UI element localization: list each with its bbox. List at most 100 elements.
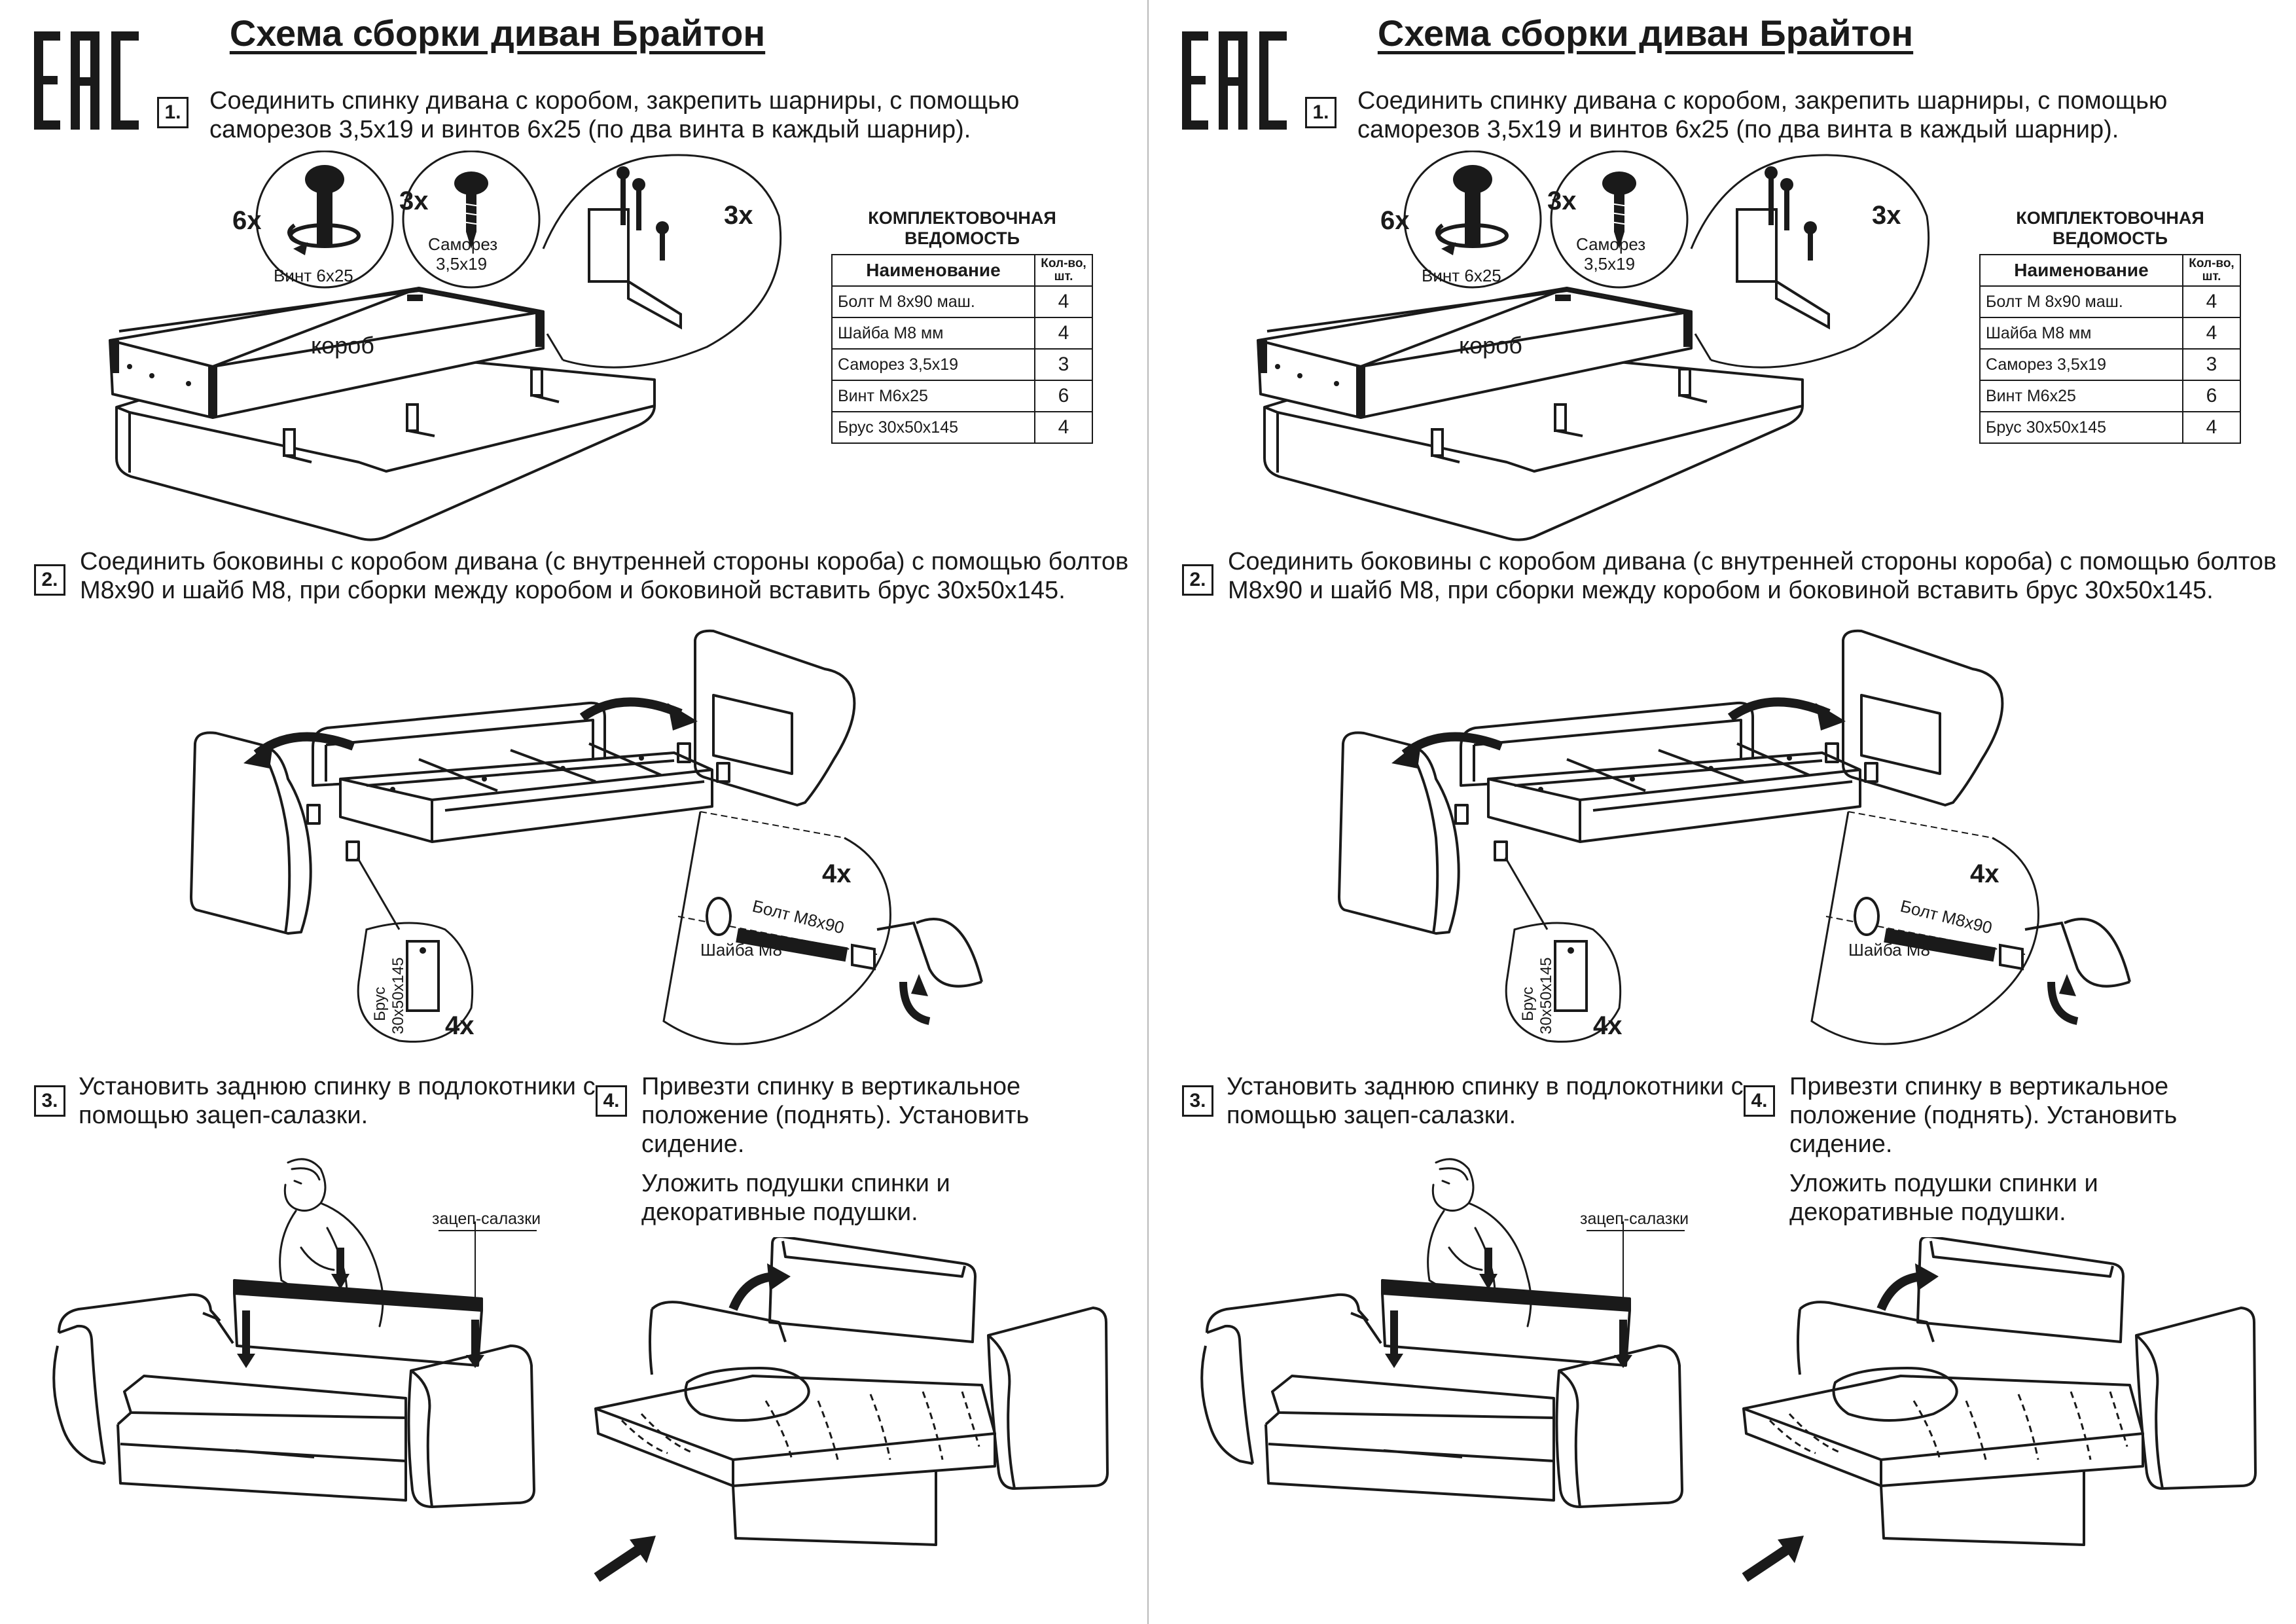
eac-logo-graphic (34, 31, 139, 130)
spec-title-line-1: КОМПЛЕКТОВОЧНАЯ (2016, 208, 2204, 228)
spec-item-name: Болт М 8х90 маш. (1979, 285, 2183, 318)
step-number-1: 1. (157, 97, 188, 128)
step1-self-label-2: 3,5х19 (1584, 254, 1635, 274)
step1-self-label-2: 3,5х19 (436, 254, 487, 274)
step-number-4: 4. (1744, 1085, 1775, 1117)
eac-logo-graphic (1182, 31, 1287, 130)
step1-self-qty: 3х (1547, 187, 1577, 215)
step-text-3: Установить заднюю спинку в подлокотники … (1227, 1073, 1744, 1129)
spec-title: КОМПЛЕКТОВОЧНАЯ ВЕДОМОСТЬ (1979, 208, 2241, 249)
step-text-4b: Уложить подушки спинки и декоративные по… (641, 1170, 950, 1226)
spec-col-name: Наименование (1979, 254, 2183, 287)
step2-bar-label-1: Брус (371, 986, 389, 1021)
step2-bar-label-1: Брус (1519, 986, 1537, 1021)
step-number-2: 2. (34, 564, 65, 596)
step2-bar-label-2: 30х50х145 (389, 958, 407, 1034)
table-row: Болт М 8х90 маш.4 (1979, 285, 2241, 318)
step2-illustration: 4х Болт М8х90 Шайба М8 Брус 30х50х145 4х (190, 629, 983, 1045)
step1-self-qty: 3х (399, 187, 429, 215)
step1-screw-qty: 6х (232, 206, 262, 235)
spec-title-line-2: ВЕДОМОСТЬ (905, 228, 1020, 248)
step2-bar-qty: 4х (1593, 1011, 1623, 1040)
step3-illustration: зацеп-салазки (1200, 1158, 1689, 1508)
step2-washer-label: Шайба М8 (1848, 940, 1930, 960)
spec-item-qty: 6 (2182, 380, 2241, 412)
spec-item-name: Винт М6х25 (1979, 380, 2183, 412)
step2-bolt-qty: 4х (1970, 859, 2000, 888)
step1-self-label-1: Саморез (1576, 234, 1645, 254)
step2-washer-label: Шайба М8 (700, 940, 782, 960)
spec-item-name: Саморез 3,5х19 (1979, 348, 2183, 381)
spec-title-line-1: КОМПЛЕКТОВОЧНАЯ (868, 208, 1056, 228)
instruction-sheet-left: Схема сборки диван Брайтон 1. Соединить … (34, 12, 1129, 1582)
step2-bolt-qty: 4х (822, 859, 852, 888)
spec-title: КОМПЛЕКТОВОЧНАЯ ВЕДОМОСТЬ (831, 208, 1093, 249)
step-text-2: Соединить боковины с коробом дивана (с в… (80, 548, 1129, 604)
spec-item-qty: 4 (2182, 317, 2241, 350)
spec-col-qty-line-1: Кол-во, (2189, 257, 2234, 270)
step1-box-label: короб (1459, 332, 1522, 359)
step3-illustration: зацеп-салазки (52, 1158, 541, 1508)
step2-bar-label-2: 30х50х145 (1537, 958, 1555, 1034)
step3-slider-label: зацеп-салазки (1580, 1210, 1689, 1228)
step-text-1: Соединить спинку дивана с коробом, закре… (209, 87, 1020, 143)
step-number-2: 2. (1182, 564, 1213, 596)
spec-item-qty: 3 (2182, 348, 2241, 381)
spec-item-name: Болт М 8х90 маш. (831, 285, 1035, 318)
table-row: Болт М 8х90 маш.4 (831, 285, 1093, 318)
spec-item-name: Шайба М8 мм (831, 317, 1035, 350)
spec-item-qty: 4 (1034, 285, 1093, 318)
page-title: Схема сборки диван Брайтон (1377, 12, 1914, 54)
step-text-4b: Уложить подушки спинки и декоративные по… (1789, 1170, 2098, 1226)
eac-logo (34, 31, 139, 130)
page-title: Схема сборки диван Брайтон (229, 12, 766, 54)
step1-illustration: короб 6х Винт 6х25 3х Саморез 3,5х19 (109, 151, 782, 541)
step-text-4: Привезти спинку в вертикальное положение… (641, 1073, 1030, 1158)
step1-screw-qty: 6х (1380, 206, 1410, 235)
step4-illustration (1742, 1237, 2257, 1582)
spec-title-line-2: ВЕДОМОСТЬ (2053, 228, 2168, 248)
step1-screw-label: Винт 6х25 (1422, 266, 1501, 285)
spec-item-qty: 3 (1034, 348, 1093, 381)
spec-col-qty-line-1: Кол-во, (1041, 257, 1086, 270)
step-number-1: 1. (1305, 97, 1336, 128)
step4-illustration (594, 1237, 1109, 1582)
instruction-sheet-right: Схема сборки диван Брайтон 1. Соединить … (1148, 0, 2296, 1624)
spec-item-name: Шайба М8 мм (1979, 317, 2183, 350)
spec-item-qty: 4 (1034, 411, 1093, 444)
spec-col-name: Наименование (831, 254, 1035, 287)
step2-bolt-label: Болт М8х90 (751, 896, 846, 938)
step3-slider-label: зацеп-салазки (432, 1210, 541, 1228)
spec-item-qty: 4 (2182, 411, 2241, 444)
step2-bar-qty: 4х (445, 1011, 475, 1040)
spec-item-name: Брус 30х50х145 (1979, 411, 2183, 444)
step1-self-label-1: Саморез (428, 234, 497, 254)
spec-col-qty-line-2: шт. (1054, 270, 1073, 283)
spec-table-block: КОМПЛЕКТОВОЧНАЯ ВЕДОМОСТЬ Наименование К… (1979, 208, 2241, 444)
spec-col-qty: Кол-во,шт. (1034, 254, 1093, 287)
spec-item-qty: 4 (2182, 285, 2241, 318)
spec-table-header: Наименование Кол-во,шт. (831, 254, 1093, 287)
spec-item-name: Винт М6х25 (831, 380, 1035, 412)
step-text-3: Установить заднюю спинку в подлокотники … (79, 1073, 596, 1129)
step-text-4: Привезти спинку в вертикальное положение… (1789, 1073, 2178, 1158)
step1-hinge-qty: 3х (724, 201, 753, 230)
spec-item-name: Саморез 3,5х19 (831, 348, 1035, 381)
spec-item-qty: 4 (1034, 317, 1093, 350)
eac-logo (1182, 31, 1287, 130)
step1-hinge-qty: 3х (1872, 201, 1901, 230)
step1-illustration: короб 6х Винт 6х25 3х Саморез 3,5х19 (1257, 151, 1930, 541)
spec-table-block: КОМПЛЕКТОВОЧНАЯ ВЕДОМОСТЬ Наименование К… (831, 208, 1093, 444)
spec-table-header: Наименование Кол-во,шт. (1979, 254, 2241, 287)
step-number-3: 3. (1182, 1085, 1213, 1117)
spec-table: Наименование Кол-во,шт. Болт М 8х90 маш.… (1979, 254, 2241, 444)
spec-table: Наименование Кол-во,шт. Болт М 8х90 маш.… (831, 254, 1093, 444)
spec-col-qty: Кол-во,шт. (2182, 254, 2241, 287)
